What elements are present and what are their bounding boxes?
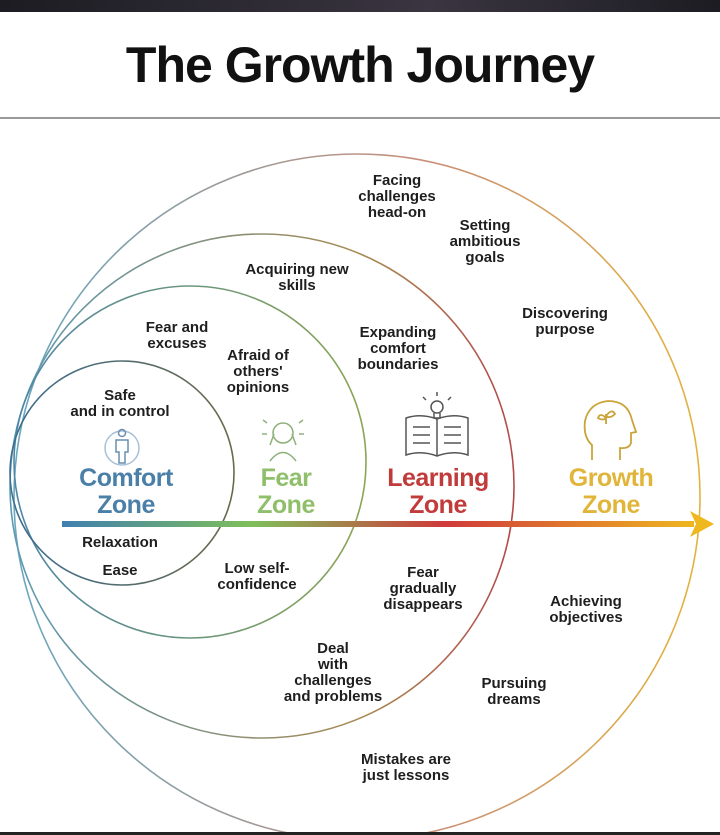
- label-achieving: Achieving objectives: [549, 593, 623, 626]
- label-deal: Deal with challenges and problems: [283, 640, 383, 705]
- scared-face-icon: [262, 419, 304, 462]
- label-low-confidence: Low self- confidence: [217, 560, 297, 593]
- label-discovering: Discovering purpose: [522, 305, 608, 338]
- label-pursuing: Pursuing dreams: [481, 675, 547, 708]
- label-fear-disappears: Fear gradually disappears: [383, 564, 463, 613]
- label-expanding: Expanding comfort boundaries: [357, 324, 439, 373]
- learning-zone-title: Learning Zone: [387, 464, 489, 519]
- label-setting: Setting ambitious goals: [449, 217, 521, 266]
- progress-arrow-shaft: [62, 521, 694, 527]
- label-ease: Ease: [102, 562, 138, 579]
- fear-zone-title: Fear Zone: [257, 464, 315, 519]
- comfort-zone-ring: [9, 360, 235, 586]
- label-facing: Facing challenges head-on: [358, 172, 436, 221]
- title-divider: [0, 117, 720, 119]
- bottom-border: [0, 832, 720, 835]
- growth-zone-title: Growth Zone: [568, 464, 654, 519]
- label-relaxation: Relaxation: [82, 534, 158, 551]
- book-lightbulb-icon: [405, 392, 469, 457]
- comfort-zone-title: Comfort Zone: [79, 464, 173, 519]
- progress-arrow-head: [690, 511, 714, 537]
- label-safe: Safe and in control: [70, 387, 170, 420]
- growth-zone-ring: [13, 153, 701, 835]
- label-afraid: Afraid of others' opinions: [226, 347, 290, 396]
- head-sprout-icon: [583, 400, 638, 460]
- page-title: The Growth Journey: [125, 37, 595, 93]
- person-icon: [104, 428, 140, 466]
- top-bar: [0, 0, 720, 12]
- label-acquiring: Acquiring new skills: [245, 261, 349, 294]
- fear-zone-ring: [13, 285, 367, 639]
- label-mistakes: Mistakes are just lessons: [360, 751, 452, 784]
- label-fear-excuses: Fear and excuses: [145, 319, 209, 352]
